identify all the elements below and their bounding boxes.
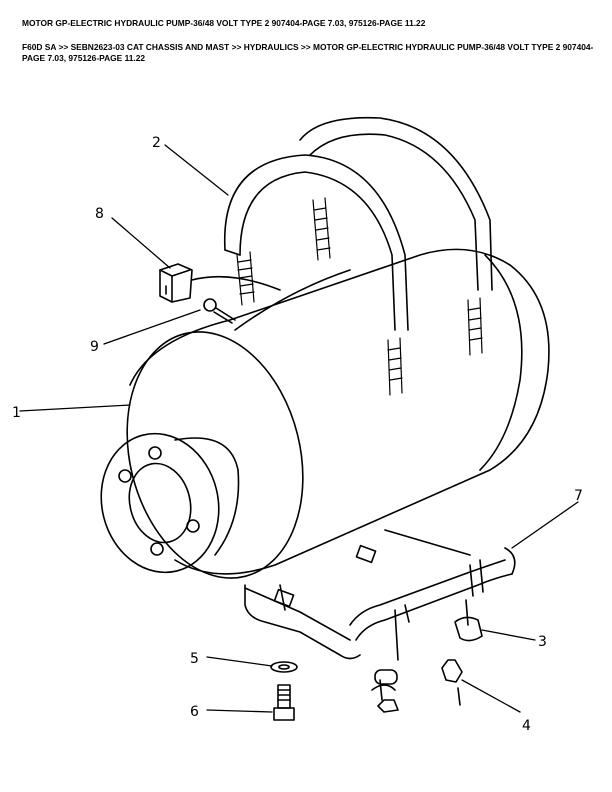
- page-title: MOTOR GP-ELECTRIC HYDRAULIC PUMP-36/48 V…: [22, 18, 426, 28]
- mounting-base: [244, 529, 471, 660]
- callout-8: 8: [95, 206, 104, 222]
- callout-2: 2: [152, 135, 161, 151]
- breadcrumb: F60D SA >> SEBN2623-03 CAT CHASSIS AND M…: [22, 42, 594, 63]
- callout-1: 1: [12, 405, 21, 421]
- callout-4: 4: [522, 718, 531, 734]
- callout-3: 3: [538, 634, 547, 650]
- threaded-studs: [236, 197, 483, 396]
- parts-diagram: 1 2 3 4 5 6 7 8 9: [12, 116, 583, 734]
- callout-numbers: 1 2 3 4 5 6 7 8 9: [12, 135, 583, 734]
- hardware: [270, 584, 483, 721]
- callout-6: 6: [190, 704, 199, 720]
- callout-5: 5: [190, 651, 199, 667]
- terminal-block: [159, 263, 281, 303]
- motor-body: [126, 248, 550, 579]
- strap-front: [223, 154, 409, 331]
- screw: [203, 298, 236, 324]
- cable-sleeve: [349, 547, 516, 641]
- leader-lines: [19, 144, 579, 713]
- motor-flange: [100, 432, 240, 574]
- strap-rear: [299, 116, 493, 291]
- callout-7: 7: [574, 488, 583, 504]
- callout-9: 9: [90, 339, 99, 355]
